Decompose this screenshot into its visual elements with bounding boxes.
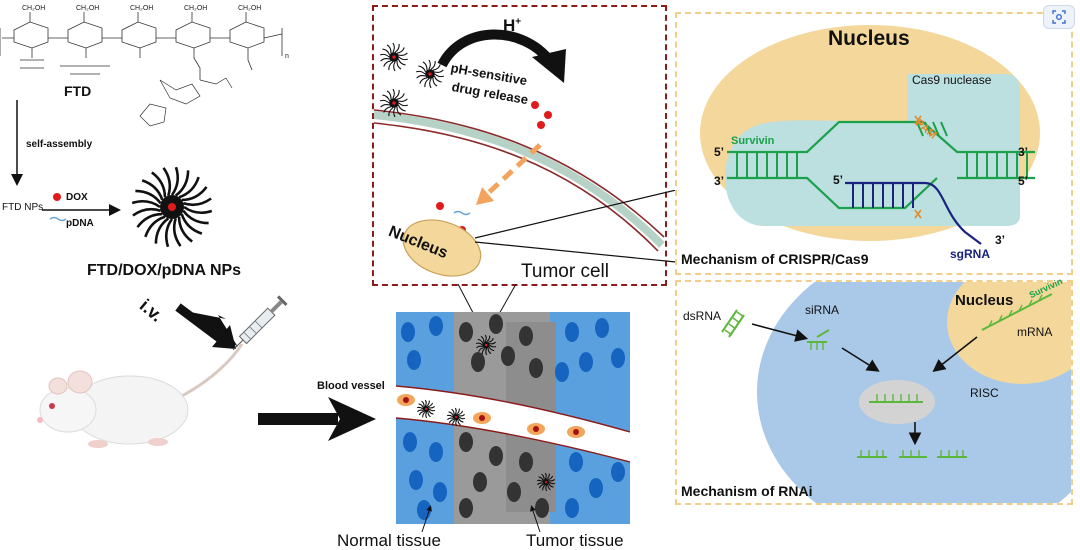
normal-tissue-label: Normal tissue: [337, 531, 441, 550]
five-prime-label: 5’: [1018, 174, 1029, 188]
ftd-nps-label: FTD NPs: [2, 202, 44, 213]
dox-dot: [53, 193, 61, 201]
ftd-label: FTD: [64, 83, 91, 99]
nanoparticle-icon: [536, 472, 556, 492]
five-prime-label: 5’: [833, 173, 844, 187]
proton-label: H+: [503, 16, 522, 35]
tumor-cell-drawing: [373, 29, 665, 277]
sgrna-label: sgRNA: [950, 247, 991, 261]
mouse-icon: [37, 343, 244, 448]
ftd-dox-pdna-np: [131, 166, 213, 248]
cas9-label: Cas9 nuclease: [912, 73, 992, 87]
ch2oh-label: CH₂OH: [184, 5, 207, 12]
nanoparticle-icon: [475, 334, 497, 356]
arrow-to-tissue: [258, 397, 376, 441]
assembly-flow: [11, 100, 238, 349]
self-assembly-label: self-assembly: [26, 139, 93, 150]
visual-search-button[interactable]: [1043, 5, 1075, 29]
rnai-drawing: [721, 282, 1071, 503]
ch2oh-label: CH₂OH: [22, 5, 45, 12]
five-prime-label: 5’: [714, 145, 725, 159]
ch2oh-label: CH₂OH: [130, 5, 153, 12]
ftd-polymer-structure: n CH₂OH CH₂OH CH₂OH CH₂OH CH₂OH FTD: [0, 5, 289, 127]
tumor-tissue-label: Tumor tissue: [526, 531, 624, 550]
rnai-title: Mechanism of RNAi: [681, 483, 813, 499]
nanoparticle-icon: [446, 407, 466, 427]
crispr-drawing: [700, 25, 1040, 245]
syringe-icon: [232, 295, 288, 351]
crispr-title: Mechanism of CRISPR/Cas9: [681, 251, 869, 267]
rnai-nucleus-label: Nucleus: [955, 292, 1014, 309]
scan-icon: [1052, 10, 1066, 24]
three-prime-label: 3’: [714, 174, 725, 188]
dox-label: DOX: [66, 192, 88, 203]
crispr-panel: [675, 12, 1073, 275]
tissue-block: [396, 312, 630, 524]
pdna-label: pDNA: [66, 218, 94, 229]
connector-lines: [474, 190, 677, 263]
mrna-label: mRNA: [1017, 325, 1053, 339]
red-blood-cells: [397, 394, 585, 438]
polymer-n: n: [285, 53, 289, 60]
pdna-icon: [49, 216, 67, 222]
tumor-cell-panel: [372, 5, 667, 286]
ch2oh-label: CH₂OH: [238, 5, 261, 12]
three-prime-label: 3’: [995, 233, 1006, 247]
nanoparticle-icon: [379, 88, 409, 118]
nanoparticle-icon: [379, 42, 409, 72]
crispr-nucleus-label: Nucleus: [828, 27, 910, 50]
blood-vessel-label: Blood vessel: [317, 380, 385, 392]
complex-label: FTD/DOX/pDNA NPs: [87, 262, 242, 279]
tissue-pointers: [421, 505, 541, 533]
ch2oh-label: CH₂OH: [76, 5, 99, 12]
risc-label: RISC: [970, 386, 999, 400]
three-prime-label: 3’: [1018, 145, 1029, 159]
sirna-label: siRNA: [805, 303, 840, 317]
tumor-cell-label: Tumor cell: [521, 261, 609, 282]
nanoparticle-icon: [415, 59, 445, 89]
rnai-panel: [675, 280, 1073, 505]
survivin-label: Survivin: [731, 135, 775, 147]
dsrna-label: dsRNA: [683, 309, 722, 323]
nanoparticle-icon: [416, 399, 436, 419]
